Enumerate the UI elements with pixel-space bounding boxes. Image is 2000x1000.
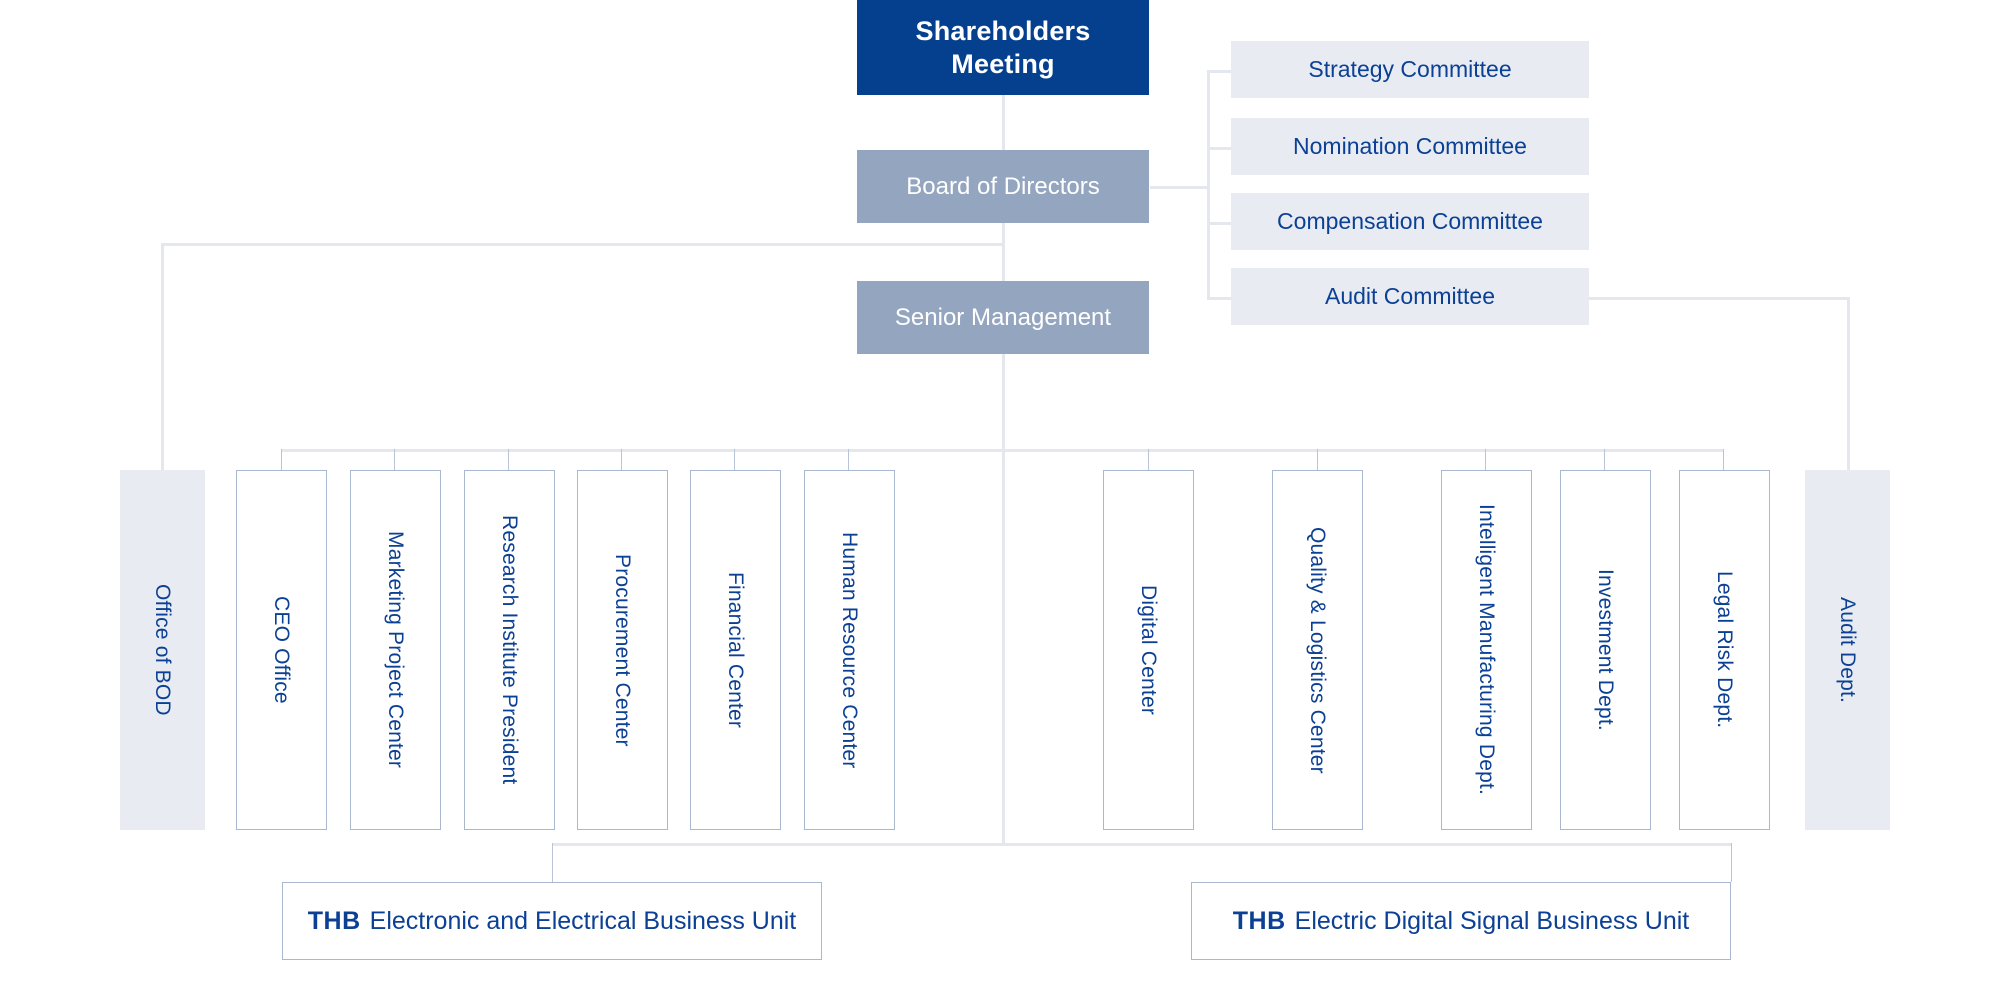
- node-marketing-project-center[interactable]: Marketing Project Center: [350, 470, 441, 830]
- node-quality-logistics-center[interactable]: Quality & Logistics Center: [1272, 470, 1363, 830]
- quality-logistics-center-label: Quality & Logistics Center: [1306, 526, 1329, 774]
- connector-drop-investment: [1604, 449, 1605, 471]
- connector-bod-vertical: [161, 243, 164, 470]
- node-financial-center[interactable]: Financial Center: [690, 470, 781, 830]
- node-shareholders-meeting[interactable]: Shareholders Meeting: [857, 0, 1149, 95]
- legal-risk-dept-label: Legal Risk Dept.: [1713, 571, 1736, 729]
- node-business-unit-electronic-electrical[interactable]: THB Electronic and Electrical Business U…: [282, 882, 822, 960]
- node-legal-risk-dept[interactable]: Legal Risk Dept.: [1679, 470, 1770, 830]
- connector-drop-ceo-office: [281, 449, 282, 471]
- node-procurement-center[interactable]: Procurement Center: [577, 470, 668, 830]
- connector-drop-digital: [1148, 449, 1149, 471]
- office-of-bod-label: Office of BOD: [151, 584, 174, 716]
- connector-bu-bar: [552, 843, 1732, 846]
- connector-committee-trunk: [1207, 70, 1210, 300]
- shareholders-line-2: Meeting: [951, 48, 1055, 79]
- connector-drop-bu-right: [1731, 843, 1732, 882]
- connector-drop-intelligent: [1485, 449, 1486, 471]
- connector-drop-marketing: [394, 449, 395, 471]
- connector-drop-financial: [734, 449, 735, 471]
- connector-committee-stub-4: [1207, 297, 1231, 300]
- connector-board-to-senior: [1002, 222, 1005, 282]
- node-digital-center[interactable]: Digital Center: [1103, 470, 1194, 830]
- research-institute-president-label: Research Institute President: [498, 515, 521, 785]
- business-unit-left-label: Electronic and Electrical Business Unit: [369, 906, 797, 935]
- node-compensation-committee[interactable]: Compensation Committee: [1231, 193, 1589, 250]
- connector-auditdept-horizontal: [1585, 297, 1850, 300]
- procurement-center-label: Procurement Center: [611, 553, 634, 747]
- connector-senior-spine: [1002, 353, 1005, 843]
- node-research-institute-president[interactable]: Research Institute President: [464, 470, 555, 830]
- connector-drop-legalrisk: [1723, 449, 1724, 471]
- node-board-of-directors[interactable]: Board of Directors: [857, 150, 1149, 223]
- connector-drop-quality: [1317, 449, 1318, 471]
- thb-brand-right: THB: [1232, 906, 1286, 935]
- node-business-unit-electric-digital-signal[interactable]: THB Electric Digital Signal Business Uni…: [1191, 882, 1731, 960]
- node-strategy-committee[interactable]: Strategy Committee: [1231, 41, 1589, 98]
- node-human-resource-center[interactable]: Human Resource Center: [804, 470, 895, 830]
- connector-committee-stub-3: [1207, 222, 1231, 225]
- node-senior-management[interactable]: Senior Management: [857, 281, 1149, 354]
- connector-committee-stub-1: [1207, 70, 1231, 73]
- node-ceo-office[interactable]: CEO Office: [236, 470, 327, 830]
- marketing-project-center-label: Marketing Project Center: [384, 531, 407, 769]
- node-intelligent-manufacturing-dept[interactable]: Intelligent Manufacturing Dept.: [1441, 470, 1532, 830]
- investment-dept-label: Investment Dept.: [1594, 569, 1617, 731]
- connector-drop-bu-left: [552, 843, 553, 882]
- human-resource-center-label: Human Resource Center: [838, 531, 861, 769]
- business-unit-right-label: Electric Digital Signal Business Unit: [1294, 906, 1690, 935]
- connector-drop-hr: [848, 449, 849, 471]
- connector-dept-bar-right: [1002, 449, 1724, 452]
- node-audit-committee[interactable]: Audit Committee: [1231, 268, 1589, 325]
- connector-board-to-committee-trunk: [1150, 186, 1210, 189]
- connector-bod-horizontal: [161, 243, 1005, 246]
- connector-auditdept-vertical: [1847, 297, 1850, 470]
- audit-dept-label: Audit Dept.: [1836, 596, 1859, 704]
- ceo-office-label: CEO Office: [270, 596, 293, 704]
- thb-brand-left: THB: [307, 906, 361, 935]
- connector-dept-bar-left: [281, 449, 1005, 452]
- node-office-of-bod[interactable]: Office of BOD: [120, 470, 205, 830]
- connector-shareholders-to-board: [1002, 93, 1005, 150]
- intelligent-manufacturing-dept-label: Intelligent Manufacturing Dept.: [1475, 504, 1498, 796]
- connector-committee-stub-2: [1207, 147, 1231, 150]
- connector-drop-procurement: [621, 449, 622, 471]
- shareholders-line-1: Shareholders: [915, 15, 1091, 46]
- financial-center-label: Financial Center: [724, 571, 747, 729]
- node-audit-dept[interactable]: Audit Dept.: [1805, 470, 1890, 830]
- node-investment-dept[interactable]: Investment Dept.: [1560, 470, 1651, 830]
- connector-drop-research: [508, 449, 509, 471]
- digital-center-label: Digital Center: [1137, 584, 1160, 716]
- node-nomination-committee[interactable]: Nomination Committee: [1231, 118, 1589, 175]
